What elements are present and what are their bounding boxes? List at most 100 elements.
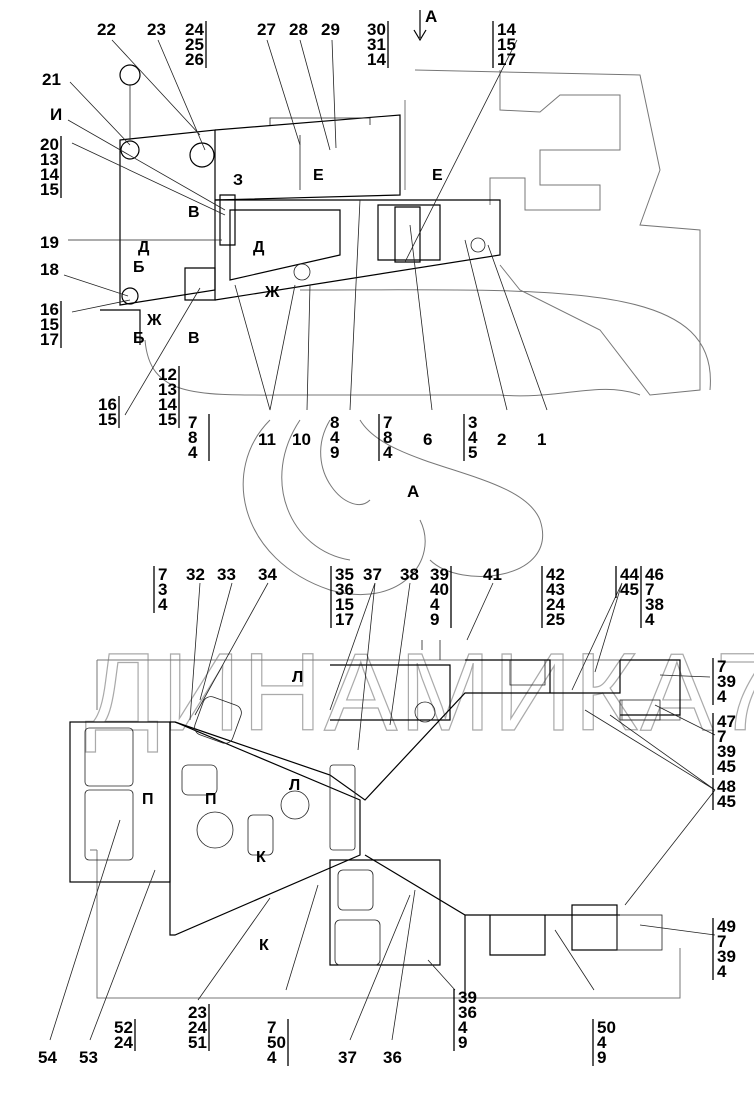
callout-number: 16 (40, 300, 59, 319)
callout-number: 7 (267, 1018, 276, 1037)
callout: 37 (338, 1048, 357, 1067)
callout-number: И (50, 105, 62, 124)
callout-number: 21 (42, 70, 61, 89)
callout-number: 17 (40, 330, 59, 349)
callout-number: 7 (158, 565, 167, 584)
callout-number: 10 (292, 430, 311, 449)
callout-number: 4 (717, 962, 727, 981)
callout: 29 (321, 20, 340, 39)
callout-number: 14 (158, 395, 177, 414)
callout-number: 15 (335, 595, 354, 614)
callout-number: 2 (497, 430, 506, 449)
section-mark: З (233, 172, 243, 189)
logo-swirl (242, 419, 543, 596)
callout-number: 6 (423, 430, 432, 449)
callout: 54 (38, 1048, 57, 1067)
callout: 28 (289, 20, 308, 39)
callout-number: 4 (158, 595, 168, 614)
callout-number: 36 (383, 1048, 402, 1067)
callout-number: 45 (620, 580, 639, 599)
section-mark: Д (253, 239, 265, 256)
section-mark: Д (138, 239, 150, 256)
callout-number: 4 (330, 428, 340, 447)
callout: 22 (97, 20, 116, 39)
callout-number: 9 (597, 1048, 606, 1067)
callout: 27 (257, 20, 276, 39)
callout-number: 14 (40, 165, 59, 184)
callout-number: 5 (468, 443, 477, 462)
callout-number: 15 (497, 35, 516, 54)
callout: 19 (40, 233, 59, 252)
section-mark: В (188, 330, 200, 347)
callout: 18 (40, 260, 59, 279)
callout-number: 24 (114, 1033, 133, 1052)
callout-number: 16 (98, 395, 117, 414)
callout-number: 9 (430, 610, 439, 629)
callout-number: 7 (383, 413, 392, 432)
callout-number: 51 (188, 1033, 207, 1052)
callout: 784 (378, 413, 393, 462)
callout-number: 31 (367, 35, 386, 54)
callout-number: 26 (185, 50, 204, 69)
callout-number: 40 (430, 580, 449, 599)
callout-number: 47 (717, 712, 736, 731)
section-mark: К (259, 937, 269, 954)
callout-number: 48 (717, 777, 736, 796)
callout-number: 7 (645, 580, 654, 599)
callout-number: 36 (335, 580, 354, 599)
callout-number: 14 (367, 50, 386, 69)
callout-number: 7 (188, 413, 197, 432)
callout-number: 33 (217, 565, 236, 584)
callout-number: 19 (40, 233, 59, 252)
section-mark: Л (292, 669, 303, 686)
callout-number: 27 (257, 20, 276, 39)
callout-number: 7 (717, 727, 726, 746)
callout-number: 4 (717, 687, 727, 706)
callout-number: 53 (79, 1048, 98, 1067)
callout-number: 8 (383, 428, 392, 447)
callout: 32 (186, 565, 205, 584)
callout: 33 (217, 565, 236, 584)
callout-number: 22 (97, 20, 116, 39)
callout: 734 (153, 565, 168, 614)
callout-number: 42 (546, 565, 565, 584)
callout: 10 (292, 430, 311, 449)
callout: 345 (463, 413, 478, 462)
callout-number: 45 (717, 792, 736, 811)
callout-number: 30 (367, 20, 386, 39)
callout-number: 38 (400, 565, 419, 584)
callout-number: 29 (321, 20, 340, 39)
callout-number: 18 (40, 260, 59, 279)
callout-number: 35 (335, 565, 354, 584)
callout-number: 3 (468, 413, 477, 432)
callout-number: 15 (40, 180, 59, 199)
callout-number: 15 (158, 410, 177, 429)
callout-number: 50 (267, 1033, 286, 1052)
section-mark: В (188, 204, 200, 221)
callout: И (50, 105, 62, 124)
callout-number: 7 (717, 657, 726, 676)
callout: 41 (483, 565, 502, 584)
callout-number: 24 (188, 1018, 207, 1037)
callout: 2 (497, 430, 506, 449)
callout: 53 (79, 1048, 98, 1067)
callout-number: 36 (458, 1003, 477, 1022)
section-mark: Ж (264, 284, 280, 301)
callout-number: 39 (717, 947, 736, 966)
callout-number: 9 (458, 1033, 467, 1052)
callout-number: 15 (98, 410, 117, 429)
